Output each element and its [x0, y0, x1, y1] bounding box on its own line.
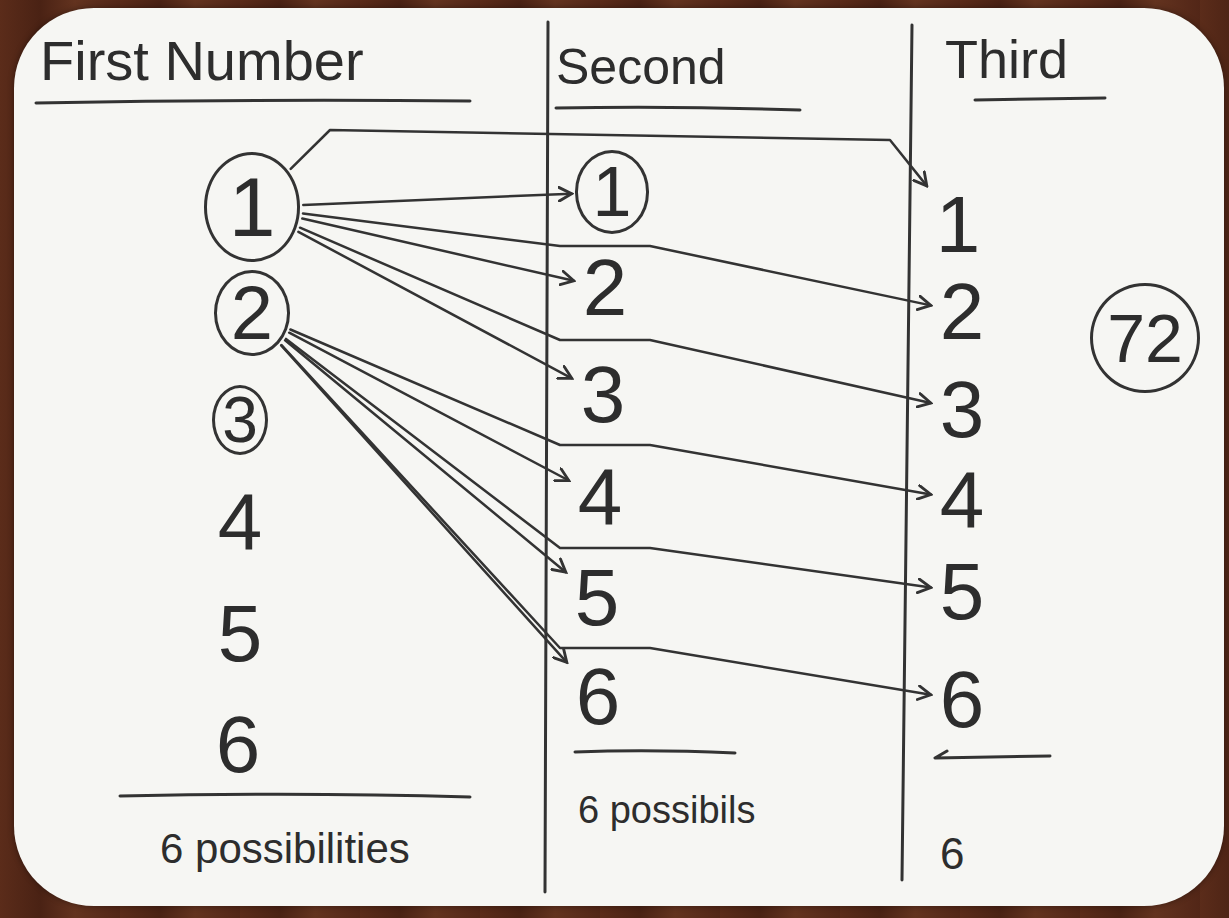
underline — [120, 794, 470, 797]
count-note: 6 possibils — [578, 790, 755, 832]
number-text: 3 — [222, 388, 258, 452]
number-text: 5 — [218, 594, 263, 674]
number-text: 72 — [1107, 304, 1183, 372]
underline — [975, 98, 1105, 100]
number-text: 1 — [593, 157, 632, 227]
arrow-connector — [298, 232, 571, 378]
number-node: 4 — [934, 460, 991, 540]
number-text: 5 — [940, 552, 985, 632]
number-node: 6 — [570, 657, 627, 737]
number-text: 4 — [578, 457, 623, 537]
number-text: 4 — [940, 460, 985, 540]
number-node: 5 — [569, 558, 626, 638]
underline — [935, 751, 1050, 758]
arrow-connector — [285, 340, 566, 572]
column-divider — [902, 25, 912, 880]
number-text: 2 — [583, 248, 628, 328]
number-node: 1 — [930, 185, 987, 265]
underline — [556, 107, 800, 110]
number-node: 3 — [575, 355, 632, 435]
column-heading: Third — [945, 30, 1068, 89]
number-text: 5 — [575, 558, 620, 638]
count-note: 6 — [940, 830, 964, 878]
column-heading: First Number — [40, 30, 364, 92]
circled-number: 1 — [204, 152, 301, 262]
number-text: 4 — [218, 482, 263, 562]
number-text: 6 — [576, 657, 621, 737]
number-node: 6 — [934, 660, 991, 740]
number-text: 6 — [940, 660, 985, 740]
arrow-connector — [302, 219, 574, 281]
number-node: 3 — [934, 370, 991, 450]
arrow-connector — [282, 345, 931, 695]
number-text: 3 — [940, 370, 985, 450]
arrow-connector — [286, 339, 931, 588]
number-node: 4 — [572, 457, 629, 537]
number-text: 2 — [231, 275, 273, 351]
underline — [36, 100, 470, 103]
number-text: 6 — [216, 705, 261, 785]
arrow-connector — [303, 194, 571, 205]
circled-number: 72 — [1090, 283, 1200, 393]
number-node: 5 — [212, 594, 269, 674]
number-node: 2 — [577, 248, 634, 328]
number-text: 1 — [229, 165, 276, 249]
number-node: 4 — [212, 482, 269, 562]
number-text: 2 — [940, 272, 985, 352]
number-text: 1 — [936, 185, 981, 265]
number-node: 5 — [934, 552, 991, 632]
column-heading: Second — [556, 40, 726, 95]
number-node: 2 — [934, 272, 991, 352]
number-text: 3 — [581, 355, 626, 435]
count-note: 6 possibilities — [160, 826, 410, 872]
circled-number: 1 — [575, 150, 650, 234]
column-divider — [545, 22, 548, 892]
circled-number: 2 — [214, 270, 290, 356]
underline — [575, 751, 735, 753]
circled-number: 3 — [212, 385, 268, 455]
number-node: 6 — [210, 705, 267, 785]
